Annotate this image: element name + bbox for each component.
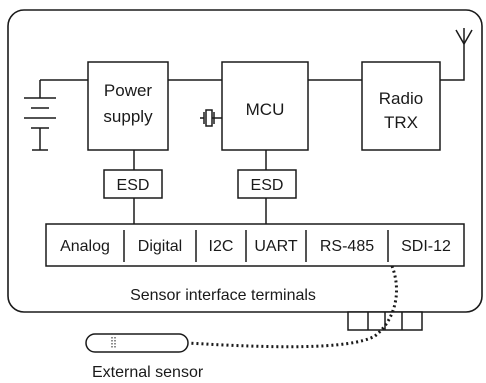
radio-block: Radio TRX xyxy=(361,61,441,151)
power-supply-block: Power supply xyxy=(87,61,169,151)
antenna-icon xyxy=(455,28,473,45)
radio-label-line2: TRX xyxy=(384,113,418,132)
terminal-rs485: RS-485 xyxy=(320,238,374,255)
battery-icon xyxy=(24,80,56,151)
esd-block-left: ESD xyxy=(103,169,163,199)
terminal-strip: Analog Digital I2C UART RS-485 SDI-12 xyxy=(45,223,465,267)
terminal-digital: Digital xyxy=(138,238,182,255)
terminal-uart: UART xyxy=(254,238,297,255)
terminal-sdi12: SDI-12 xyxy=(401,238,451,255)
esd-left-label: ESD xyxy=(117,177,150,194)
connector-icon xyxy=(347,311,423,331)
power-supply-label-line2: supply xyxy=(103,107,153,126)
esd-block-right: ESD xyxy=(237,169,297,199)
power-supply-label-line1: Power xyxy=(104,81,153,100)
radio-label-line1: Radio xyxy=(379,89,423,108)
esd-right-label: ESD xyxy=(251,177,284,194)
terminal-caption: Sensor interface terminals xyxy=(130,287,316,304)
mcu-block: MCU xyxy=(221,61,309,151)
external-sensor-label: External sensor xyxy=(92,364,204,381)
terminal-i2c: I2C xyxy=(209,238,234,255)
crystal-icon xyxy=(200,109,215,127)
wire-radio-antenna xyxy=(440,44,465,81)
terminal-analog: Analog xyxy=(60,238,110,255)
sensor-probe-icon xyxy=(85,333,189,353)
mcu-label: MCU xyxy=(246,100,285,119)
